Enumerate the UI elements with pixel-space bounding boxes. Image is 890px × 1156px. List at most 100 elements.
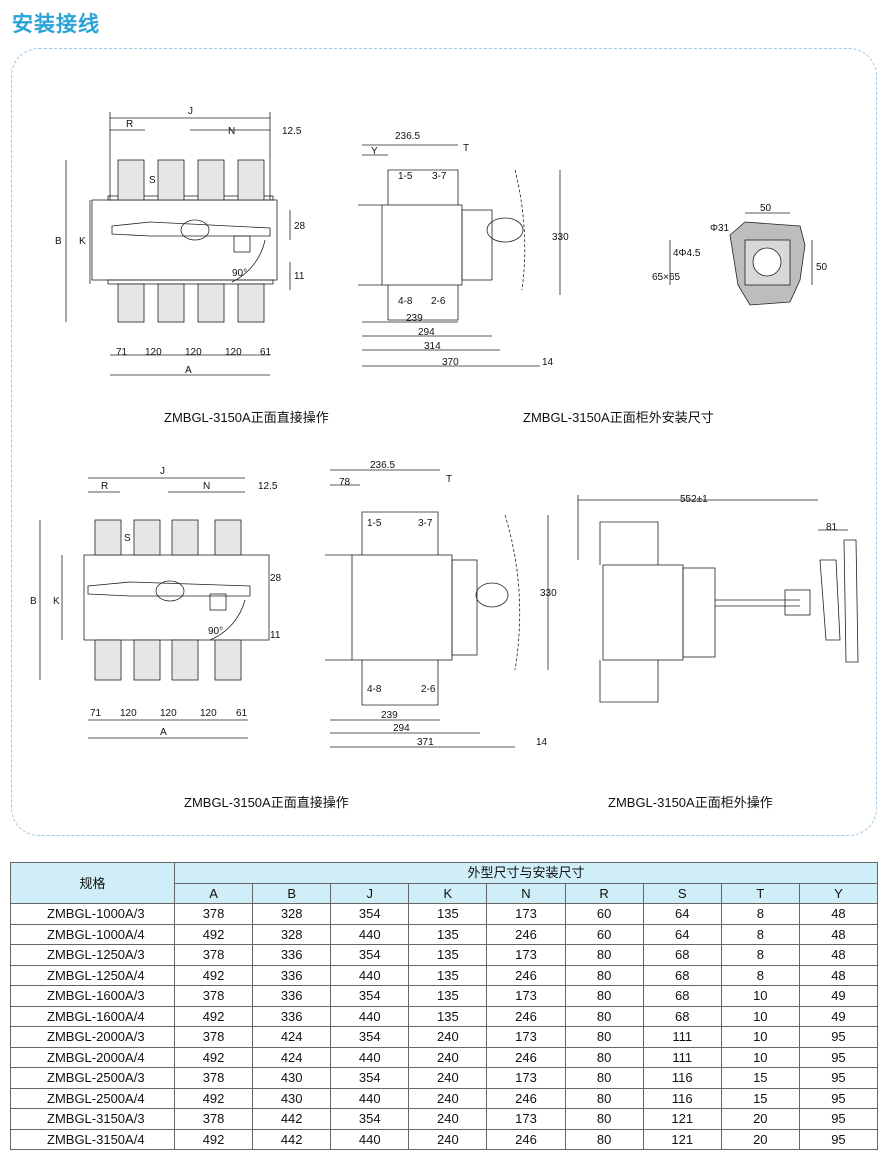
value-cell: 492: [173, 1128, 254, 1150]
value-cell: 135: [408, 923, 488, 945]
value-cell: 440: [330, 964, 410, 986]
value-cell: 440: [330, 1046, 410, 1068]
value-cell: 430: [252, 1087, 332, 1109]
svg-text:330: 330: [552, 232, 569, 243]
svg-text:239: 239: [406, 313, 423, 324]
value-cell: 440: [330, 1128, 410, 1150]
value-cell: 246: [486, 923, 566, 945]
drawing-panel: [11, 48, 877, 836]
value-cell: 8: [720, 944, 800, 966]
svg-text:28: 28: [294, 221, 306, 232]
svg-text:12.5: 12.5: [258, 481, 278, 492]
value-cell: 80: [564, 1026, 644, 1048]
value-cell: 80: [564, 985, 644, 1007]
svg-text:S: S: [124, 533, 131, 544]
svg-text:370: 370: [442, 357, 459, 368]
value-cell: 173: [486, 985, 566, 1007]
value-cell: 240: [408, 1128, 488, 1150]
svg-text:330: 330: [540, 588, 557, 599]
model-cell: ZMBGL-1600A/3: [10, 985, 175, 1007]
value-cell: 246: [486, 1087, 566, 1109]
svg-text:314: 314: [424, 341, 441, 352]
value-cell: 442: [252, 1108, 332, 1130]
svg-text:4-8: 4-8: [367, 684, 382, 695]
value-cell: 80: [564, 1067, 644, 1089]
value-cell: 354: [330, 1108, 410, 1130]
value-cell: 80: [564, 1108, 644, 1130]
group-header: 外型尺寸与安装尺寸: [174, 862, 878, 884]
svg-text:4-8: 4-8: [398, 296, 413, 307]
column-header-y: Y: [798, 882, 879, 904]
model-cell: ZMBGL-2500A/3: [10, 1067, 175, 1089]
value-cell: 246: [486, 1046, 566, 1068]
svg-text:4Φ4.5: 4Φ4.5: [673, 248, 701, 259]
svg-text:S: S: [149, 175, 156, 186]
column-header-t: T: [720, 882, 800, 904]
svg-text:N: N: [228, 126, 235, 137]
value-cell: 10: [720, 1046, 800, 1068]
svg-text:71: 71: [90, 708, 102, 719]
svg-text:12.5: 12.5: [282, 126, 302, 137]
svg-text:1-5: 1-5: [398, 171, 413, 182]
value-cell: 121: [642, 1128, 722, 1150]
column-header-s: S: [642, 882, 722, 904]
value-cell: 430: [252, 1067, 332, 1089]
value-cell: 48: [798, 964, 879, 986]
value-cell: 135: [408, 985, 488, 1007]
value-cell: 173: [486, 1108, 566, 1130]
model-cell: ZMBGL-3150A/4: [10, 1128, 175, 1150]
value-cell: 20: [720, 1128, 800, 1150]
svg-text:81: 81: [826, 522, 838, 533]
value-cell: 95: [798, 1087, 879, 1109]
value-cell: 378: [173, 944, 254, 966]
svg-text:78: 78: [339, 477, 351, 488]
value-cell: 135: [408, 964, 488, 986]
panel-cutout-drawing: [669, 212, 813, 306]
svg-text:T: T: [463, 143, 469, 154]
value-cell: 492: [173, 964, 254, 986]
value-cell: 240: [408, 1046, 488, 1068]
value-cell: 240: [408, 1108, 488, 1130]
column-header-k: K: [408, 882, 488, 904]
value-cell: 336: [252, 985, 332, 1007]
value-cell: 240: [408, 1026, 488, 1048]
svg-text:Φ31: Φ31: [710, 223, 730, 234]
column-header-j: J: [330, 882, 410, 904]
value-cell: 8: [720, 964, 800, 986]
svg-text:11: 11: [270, 630, 281, 641]
value-cell: 49: [798, 985, 879, 1007]
value-cell: 95: [798, 1128, 879, 1150]
svg-text:K: K: [53, 596, 60, 607]
value-cell: 48: [798, 903, 879, 925]
svg-text:3-7: 3-7: [432, 171, 447, 182]
caption-bottom-right: ZMBGL-3150A正面柜外操作: [608, 795, 773, 810]
svg-text:552±1: 552±1: [680, 494, 708, 505]
svg-text:14: 14: [536, 737, 548, 748]
column-header-r: R: [564, 882, 644, 904]
svg-text:61: 61: [236, 708, 248, 719]
value-cell: 354: [330, 1067, 410, 1089]
value-cell: 173: [486, 1067, 566, 1089]
svg-text:294: 294: [393, 723, 410, 734]
value-cell: 354: [330, 944, 410, 966]
value-cell: 95: [798, 1067, 879, 1089]
value-cell: 49: [798, 1005, 879, 1027]
side-view-drawing-top: [358, 144, 561, 367]
svg-text:K: K: [79, 236, 86, 247]
svg-text:A: A: [185, 365, 192, 376]
value-cell: 10: [720, 1005, 800, 1027]
value-cell: 378: [173, 985, 254, 1007]
value-cell: 60: [564, 903, 644, 925]
value-cell: 20: [720, 1108, 800, 1130]
svg-text:14: 14: [542, 357, 554, 368]
value-cell: 68: [642, 1005, 722, 1027]
value-cell: 80: [564, 1005, 644, 1027]
column-header-b: B: [252, 882, 332, 904]
svg-text:11: 11: [294, 271, 305, 282]
